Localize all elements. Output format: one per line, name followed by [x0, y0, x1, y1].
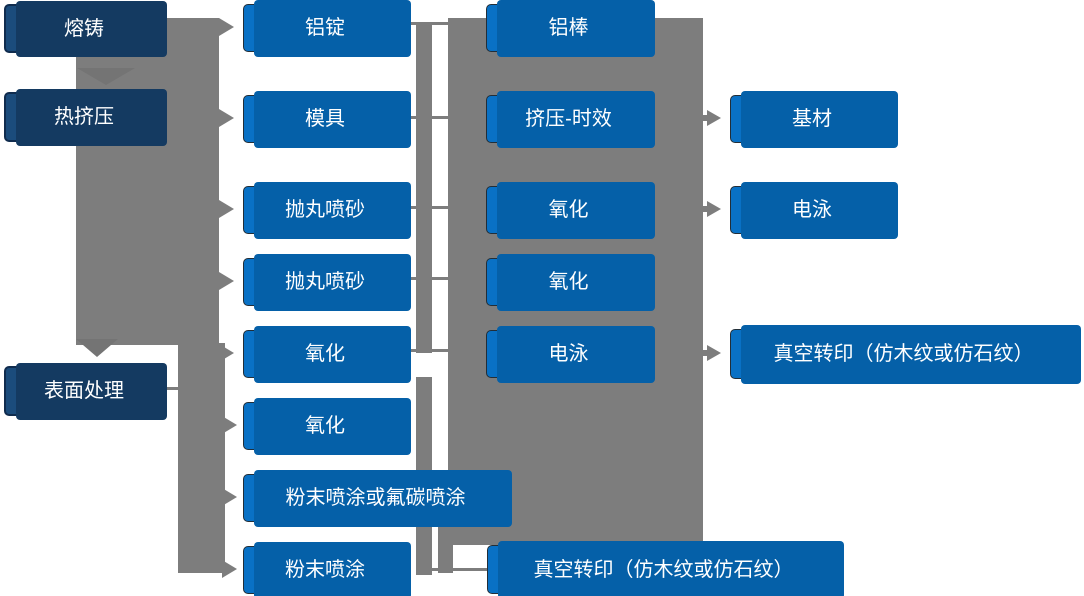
node-powder-spray: 粉末喷涂 — [243, 542, 411, 596]
node-label: 熔铸 — [64, 17, 104, 40]
node-vacuum-transfer-print-b: 真空转印（仿木纹或仿石纹） — [730, 325, 1081, 384]
node-powder-or-fluorocarbon-spray: 粉末喷涂或氟碳喷涂 — [243, 470, 512, 527]
node-electrophoresis-b: 电泳 — [730, 182, 898, 239]
node-oxidation-b: 氧化 — [243, 398, 411, 455]
node-label: 铝棒 — [548, 17, 589, 39]
node-extrusion-aging: 挤压-时效 — [486, 91, 655, 148]
node-oxidation-a: 氧化 — [243, 326, 411, 383]
node-surface-treatment: 表面处理 — [4, 363, 167, 420]
node-label: 电泳 — [792, 199, 832, 221]
node-shot-blast-2: 抛丸喷砂 — [243, 254, 411, 311]
connector-surface-trunk — [178, 343, 225, 573]
connector-surface-stub — [162, 387, 179, 390]
arrowhead-to-oxidation-b-icon — [222, 416, 237, 434]
node-label: 抛丸喷砂 — [285, 271, 365, 293]
connector-line-row2 — [406, 116, 448, 119]
node-label: 氧化 — [305, 343, 345, 365]
arrowhead-down-to-surface-treatment-icon — [76, 339, 118, 357]
node-label: 基材 — [792, 108, 832, 130]
arrowhead-to-electrophoresis-icon — [707, 201, 721, 217]
node-aluminum-rod: 铝棒 — [486, 0, 655, 57]
arrowhead-to-oxidation-a-icon — [219, 344, 234, 362]
connector-line-row4 — [406, 277, 448, 280]
arrowhead-to-powder-spray-icon — [222, 560, 237, 578]
node-aluminum-ingot: 铝锭 — [243, 0, 411, 57]
node-label: 真空转印（仿木纹或仿石纹） — [533, 558, 794, 581]
node-label: 表面处理 — [44, 380, 124, 402]
arrowhead-to-aluminum-ingot-icon — [219, 18, 234, 36]
arrowhead-to-shot-blast-1-icon — [219, 200, 234, 218]
node-oxidation-d: 氧化 — [486, 254, 655, 311]
connector-line-row1 — [406, 22, 448, 25]
arrowhead-down-to-hot-extrusion-icon — [77, 68, 135, 85]
arrowhead-to-substrate-icon — [707, 110, 721, 126]
arrowhead-to-shot-blast-2-icon — [219, 272, 234, 290]
node-label: 铝锭 — [305, 17, 345, 39]
arrowhead-to-vacuum-transfer-icon — [707, 345, 721, 361]
node-label: 挤压-时效 — [525, 108, 612, 130]
node-label: 真空转印（仿木纹或仿石纹） — [773, 343, 1034, 365]
arrow-stem-to-electrophoresis — [701, 206, 710, 212]
arrowhead-to-powder-fluorocarbon-icon — [222, 488, 237, 506]
node-label: 电泳 — [548, 343, 589, 365]
node-label: 模具 — [305, 108, 345, 130]
arrow-stem-to-substrate — [701, 115, 710, 121]
node-vacuum-transfer-print-a: 真空转印（仿木纹或仿石纹） — [487, 541, 844, 596]
node-oxidation-c: 氧化 — [486, 182, 655, 239]
node-electrophoresis-a: 电泳 — [486, 326, 655, 383]
node-label: 热挤压 — [54, 106, 114, 128]
node-label: 抛丸喷砂 — [285, 199, 365, 221]
node-label: 粉末喷涂或氟碳喷涂 — [285, 487, 466, 509]
connector-mid-bar-top — [416, 22, 432, 353]
connector-line-row8 — [428, 568, 488, 571]
connector-line-row3 — [406, 206, 448, 209]
node-hot-extrusion: 热挤压 — [4, 89, 167, 146]
node-label: 氧化 — [305, 415, 345, 437]
node-substrate: 基材 — [730, 91, 898, 148]
node-melting-casting: 熔铸 — [4, 1, 167, 57]
node-label: 粉末喷涂 — [285, 559, 365, 581]
arrowhead-to-die-mold-icon — [219, 109, 234, 127]
arrow-stem-to-vacuum-transfer — [701, 350, 710, 356]
node-label: 氧化 — [548, 271, 589, 293]
node-label: 氧化 — [548, 199, 589, 221]
connector-line-row5 — [406, 349, 448, 352]
node-die-mold: 模具 — [243, 91, 411, 148]
node-shot-blast-1: 抛丸喷砂 — [243, 182, 411, 239]
